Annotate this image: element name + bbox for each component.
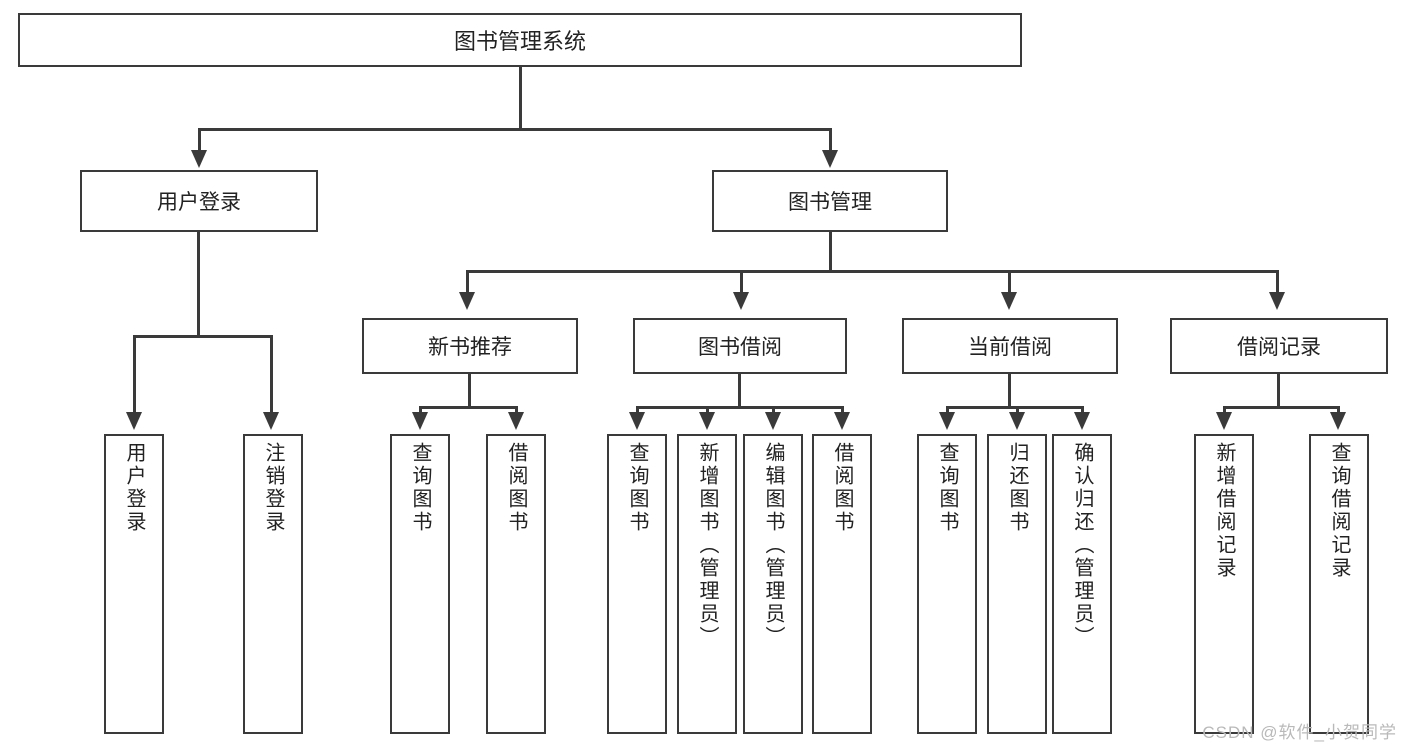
arrow-down-icon — [629, 412, 645, 430]
edge-bookborrow-stem — [738, 374, 741, 408]
leaf-label: 编辑图书（管理员） — [762, 442, 784, 649]
leaf-label: 查询图书 — [409, 442, 431, 534]
edge-currentborrow-stem — [1008, 374, 1011, 408]
edge-newbook-stem — [468, 374, 471, 408]
edge-bookborrow-bus — [636, 406, 844, 409]
edge-bookmgmt-drop-4 — [1276, 270, 1279, 296]
arrow-down-icon — [699, 412, 715, 430]
node-borrow-records-label: 借阅记录 — [1237, 336, 1321, 359]
arrow-down-icon — [1074, 412, 1090, 430]
leaf-label: 用户登录 — [123, 442, 145, 534]
edge-userlogin-drop-1 — [133, 335, 136, 418]
leaf-add-borrow-record[interactable]: 新增借阅记录 — [1194, 434, 1254, 734]
leaf-label: 确认归还（管理员） — [1071, 442, 1093, 649]
arrow-down-icon — [1216, 412, 1232, 430]
leaf-label: 借阅图书 — [505, 442, 527, 534]
node-book-borrow-label: 图书借阅 — [698, 336, 782, 359]
arrow-down-icon — [765, 412, 781, 430]
edge-bookmgmt-drop-2 — [740, 270, 743, 296]
edge-bookmgmt-drop-1 — [466, 270, 469, 296]
node-current-borrow[interactable]: 当前借阅 — [902, 318, 1118, 374]
leaf-label: 查询图书 — [936, 442, 958, 534]
node-book-borrow[interactable]: 图书借阅 — [633, 318, 847, 374]
leaf-return-book[interactable]: 归还图书 — [987, 434, 1047, 734]
edge-userlogin-bus — [133, 335, 273, 338]
edge-bookmgmt-drop-3 — [1008, 270, 1011, 296]
arrow-down-icon — [263, 412, 279, 430]
arrow-down-icon — [939, 412, 955, 430]
leaf-user-login[interactable]: 用户登录 — [104, 434, 164, 734]
leaf-borrow-book-recommend[interactable]: 借阅图书 — [486, 434, 546, 734]
arrow-down-icon — [191, 150, 207, 168]
node-root-label: 图书管理系统 — [453, 29, 586, 54]
arrow-down-icon — [1009, 412, 1025, 430]
edge-currentborrow-bus — [946, 406, 1082, 409]
leaf-label: 新增借阅记录 — [1213, 442, 1235, 580]
node-current-borrow-label: 当前借阅 — [968, 336, 1052, 359]
leaf-label: 借阅图书 — [831, 442, 853, 534]
leaf-query-book-recommend[interactable]: 查询图书 — [390, 434, 450, 734]
edge-userlogin-stem — [197, 232, 200, 338]
node-root[interactable]: 图书管理系统 — [18, 13, 1022, 67]
node-book-management-label: 图书管理 — [788, 191, 872, 214]
edge-borrowrecord-stem — [1277, 374, 1280, 408]
arrow-down-icon — [1330, 412, 1346, 430]
leaf-label: 注销登录 — [262, 442, 284, 534]
arrow-down-icon — [822, 150, 838, 168]
arrow-down-icon — [1001, 292, 1017, 310]
leaf-query-borrow-record[interactable]: 查询借阅记录 — [1309, 434, 1369, 734]
leaf-logout[interactable]: 注销登录 — [243, 434, 303, 734]
node-user-login-label: 用户登录 — [157, 191, 241, 214]
arrow-down-icon — [1269, 292, 1285, 310]
edge-root-stem — [519, 67, 522, 128]
edge-bookmgmt-stem — [829, 232, 832, 272]
arrow-down-icon — [412, 412, 428, 430]
arrow-down-icon — [733, 292, 749, 310]
leaf-label: 新增图书（管理员） — [696, 442, 718, 649]
arrow-down-icon — [126, 412, 142, 430]
leaf-label: 归还图书 — [1006, 442, 1028, 534]
edge-root-drop-1 — [198, 128, 201, 156]
edge-root-drop-2 — [829, 128, 832, 156]
node-new-book-recommend-label: 新书推荐 — [428, 336, 512, 359]
arrow-down-icon — [459, 292, 475, 310]
leaf-label: 查询借阅记录 — [1328, 442, 1350, 580]
edge-userlogin-drop-2 — [270, 335, 273, 418]
node-borrow-records[interactable]: 借阅记录 — [1170, 318, 1388, 374]
node-user-login[interactable]: 用户登录 — [80, 170, 318, 232]
leaf-confirm-return-admin[interactable]: 确认归还（管理员） — [1052, 434, 1112, 734]
edge-borrowrecord-bus — [1223, 406, 1339, 409]
edge-bookmgmt-bus — [466, 270, 1278, 273]
leaf-query-book-borrow[interactable]: 查询图书 — [607, 434, 667, 734]
arrow-down-icon — [834, 412, 850, 430]
leaf-borrow-book[interactable]: 借阅图书 — [812, 434, 872, 734]
node-book-management[interactable]: 图书管理 — [712, 170, 948, 232]
arrow-down-icon — [508, 412, 524, 430]
leaf-edit-book-admin[interactable]: 编辑图书（管理员） — [743, 434, 803, 734]
leaf-add-book-admin[interactable]: 新增图书（管理员） — [677, 434, 737, 734]
edge-root-bus — [198, 128, 832, 131]
leaf-label: 查询图书 — [626, 442, 648, 534]
edge-newbook-bus — [419, 406, 518, 409]
leaf-query-book-current[interactable]: 查询图书 — [917, 434, 977, 734]
node-new-book-recommend[interactable]: 新书推荐 — [362, 318, 578, 374]
